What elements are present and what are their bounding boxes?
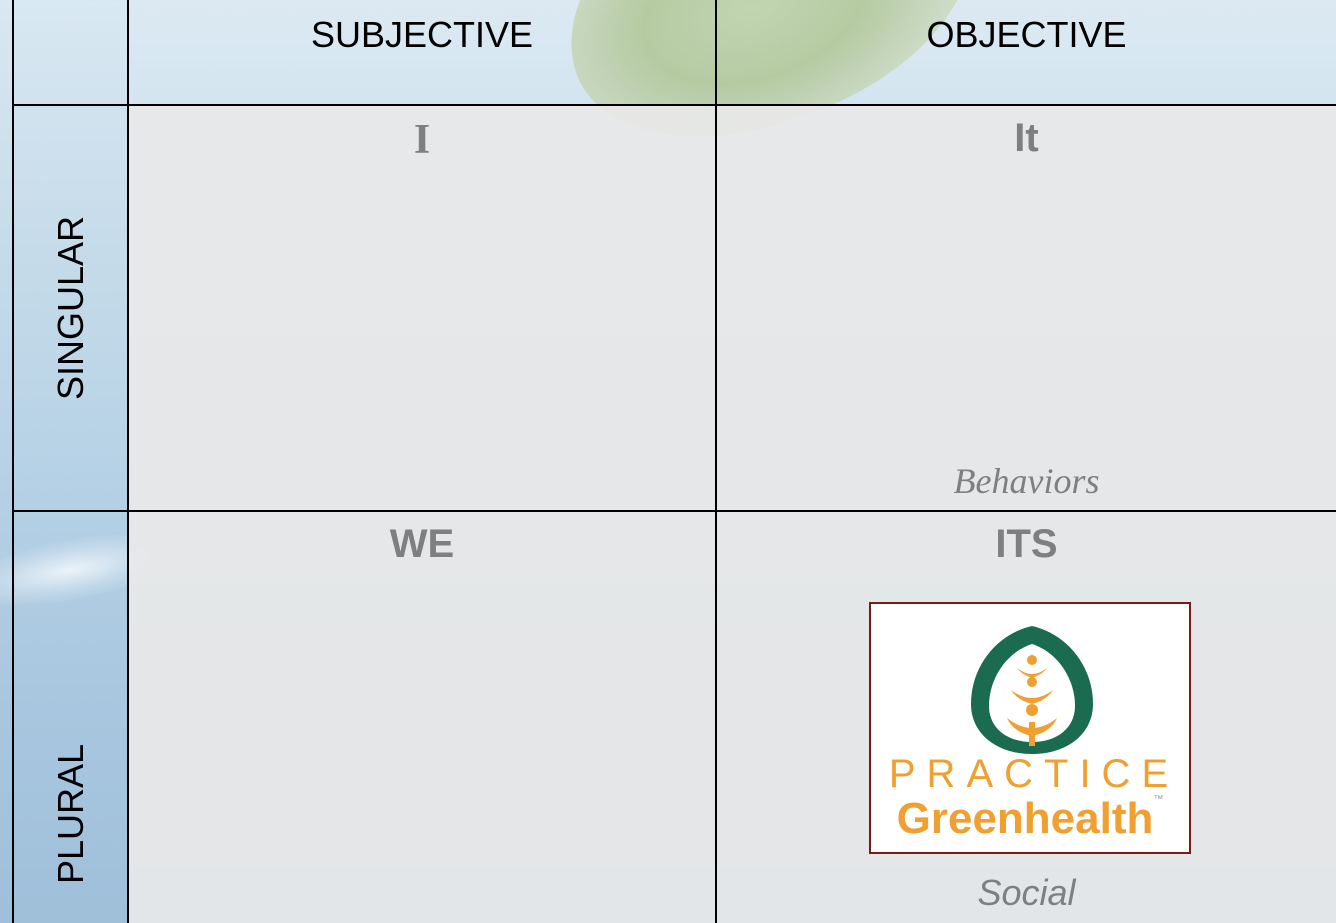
quadrant-upper-left: I [129,106,717,512]
logo-wordmark-top: PRACTICE [888,752,1180,796]
quadrant-lower-right: ITS PRACTICE Greenhealth™ Social [717,512,1336,923]
quadrant-lower-left: WE [129,512,717,923]
row-header-plural: PLURAL [14,512,129,923]
column-header-label: OBJECTIVE [926,14,1127,55]
trademark-symbol: ™ [1153,794,1164,805]
row-header-label: PLURAL [49,743,91,885]
four-quadrant-table: SUBJECTIVE OBJECTIVE SINGULAR I It Behav… [12,0,1336,923]
logo-wordmark-text: Greenhealth [896,794,1154,843]
column-header-objective: OBJECTIVE [717,0,1336,106]
quadrant-title: ITS [995,522,1058,566]
quadrant-title: It [1014,116,1039,160]
quadrant-title: I [413,117,431,163]
logo-wordmark-bottom: Greenhealth™ [871,794,1189,844]
quadrant-title: WE [389,522,455,566]
corner-cell [14,0,129,106]
practice-greenhealth-logo: PRACTICE Greenhealth™ [869,602,1191,854]
column-header-subjective: SUBJECTIVE [129,0,717,106]
row-header-label: SINGULAR [49,215,91,401]
row-header-singular: SINGULAR [14,106,129,512]
quadrant-upper-right: It Behaviors [717,106,1336,512]
column-header-label: SUBJECTIVE [310,14,534,55]
leaf-people-icon [971,626,1093,754]
quadrant-caption: Behaviors [953,461,1100,501]
quadrant-caption: Social [977,872,1076,913]
